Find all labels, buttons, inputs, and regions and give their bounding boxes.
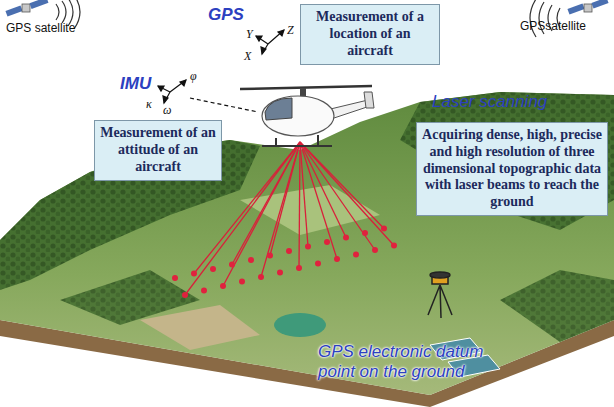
axis-icon [158, 80, 186, 103]
info-box: Measurement of an attitude of an aircraf… [94, 120, 222, 181]
label: IMU [120, 74, 151, 94]
forest [400, 92, 614, 230]
axis-icon [256, 30, 284, 54]
label: φ [190, 70, 197, 84]
label: κ [146, 98, 152, 112]
info-box: Acquiring dense, high, precise and high … [416, 122, 608, 216]
label: Laser scanning [432, 92, 547, 112]
helicopter [240, 86, 374, 146]
info-box: Measurement of a location of an aircraft [300, 4, 440, 65]
label: GPS satellite [6, 22, 75, 36]
box-text: Measurement of a location of an aircraft [306, 9, 434, 59]
label: GPS electronic datum point on the ground [318, 342, 503, 381]
label: GPS [208, 5, 244, 25]
box-text: Acquiring dense, high, precise and high … [422, 127, 602, 211]
label: X [244, 50, 251, 64]
label: ω [163, 104, 171, 118]
label: Y [246, 28, 253, 42]
terrain [0, 92, 614, 395]
box-text: Measurement of an attitude of an aircraf… [100, 125, 216, 175]
label: Z [287, 24, 294, 38]
leader-line [190, 98, 258, 112]
gps-tripod [428, 272, 452, 318]
label: GPSsatellite [520, 20, 586, 34]
forest [500, 270, 614, 342]
laser-points [172, 226, 397, 299]
pond [274, 313, 326, 337]
field [140, 305, 260, 350]
